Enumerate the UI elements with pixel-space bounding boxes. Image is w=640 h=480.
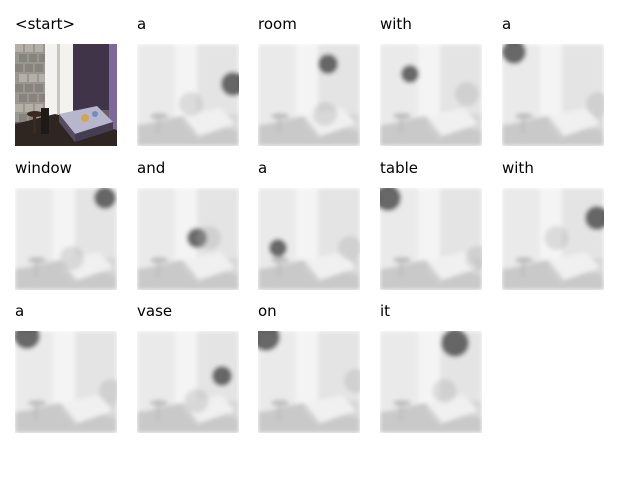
panel-word: a — [258, 159, 268, 177]
panel-7: a — [258, 158, 368, 298]
attention-map-image — [258, 188, 360, 290]
panel-9: with — [502, 158, 612, 298]
attention-map-image — [502, 188, 604, 290]
attention-map-image — [137, 188, 239, 290]
attention-map-image — [502, 44, 604, 146]
panel-4: a — [502, 14, 612, 154]
panel-12: on — [258, 301, 368, 441]
panel-word: table — [380, 159, 418, 177]
panel-word: vase — [137, 302, 173, 320]
panel-8: table — [380, 158, 490, 298]
panel-3: with — [380, 14, 490, 154]
panel-word: it — [380, 302, 391, 320]
attention-map-image — [258, 44, 360, 146]
panel-6: and — [137, 158, 247, 298]
panel-word: room — [258, 15, 297, 33]
panel-5: window — [15, 158, 125, 298]
panel-0: <start> — [15, 14, 125, 154]
panel-word: <start> — [15, 15, 76, 33]
attention-map-image — [380, 44, 482, 146]
panel-1: a — [137, 14, 247, 154]
attention-map-image — [15, 188, 117, 290]
panel-word: with — [380, 15, 412, 33]
panel-13: it — [380, 301, 490, 441]
attention-map-image — [137, 331, 239, 433]
attention-map-image — [380, 188, 482, 290]
panel-word: window — [15, 159, 72, 177]
attention-map-image — [258, 331, 360, 433]
panel-word: a — [15, 302, 25, 320]
panel-word: with — [502, 159, 534, 177]
panel-word: a — [502, 15, 512, 33]
original-room-image — [15, 44, 117, 146]
panel-2: room — [258, 14, 368, 154]
panel-word: and — [137, 159, 166, 177]
panel-11: vase — [137, 301, 247, 441]
panel-word: a — [137, 15, 147, 33]
panel-10: a — [15, 301, 125, 441]
panel-word: on — [258, 302, 277, 320]
attention-map-image — [15, 331, 117, 433]
attention-map-image — [137, 44, 239, 146]
attention-map-image — [380, 331, 482, 433]
